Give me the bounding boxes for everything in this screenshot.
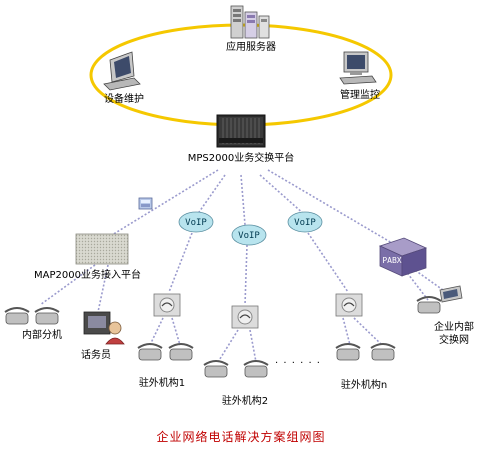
phone-icon <box>34 307 60 325</box>
branch2-gateway-icon <box>231 305 259 329</box>
phone-icon <box>203 360 229 378</box>
link-branchn-phone-a <box>342 317 351 346</box>
link-branch2-phone-b <box>249 329 257 363</box>
network-links <box>39 169 444 363</box>
map2000-label: MAP2000业务接入平台 <box>34 270 141 281</box>
router-icon <box>138 197 153 210</box>
link-branch1-phone-a <box>149 317 164 346</box>
link-mps-voip3 <box>259 174 306 216</box>
svg-text:PABX: PABX <box>382 256 401 265</box>
diagram-title: 企业网络电话解决方案组网图 <box>156 430 326 444</box>
svg-text:VoIP: VoIP <box>294 218 316 228</box>
map2000-icon <box>75 233 129 265</box>
mps2000-label: MPS2000业务交换平台 <box>187 153 295 164</box>
ellipsis-label: · · · · · · <box>275 358 321 369</box>
link-mps-map <box>111 169 219 236</box>
link-branchn-phone-b <box>353 317 383 346</box>
branchn-label: 驻外机构n <box>340 380 388 391</box>
phone-icon <box>137 343 163 361</box>
branch2-label: 驻外机构2 <box>221 396 269 407</box>
application-server-icon <box>230 5 270 39</box>
link-mps-voip2 <box>240 174 246 226</box>
voip-cloud-2: VoIP <box>231 224 267 246</box>
phone-icon <box>243 360 269 378</box>
app-server-label: 应用服务器 <box>226 42 276 53</box>
maintenance-label: 设备维护 <box>104 94 144 105</box>
phone-icon <box>416 296 442 314</box>
voip-cloud-1: VoIP <box>178 211 214 233</box>
link-voip3-branchn <box>307 232 349 293</box>
svg-text:VoIP: VoIP <box>185 218 207 228</box>
branch1-label: 驻外机构1 <box>138 378 186 389</box>
link-map-operator <box>97 264 109 313</box>
mps2000-icon <box>216 114 266 148</box>
branchn-gateway-icon <box>335 293 363 317</box>
link-voip1-branch1 <box>168 232 193 293</box>
maintenance-computer-icon <box>103 51 141 91</box>
voip-cloud-3: VoIP <box>287 211 323 233</box>
link-branch2-phone-a <box>217 329 239 363</box>
link-mps-voip1 <box>196 174 226 216</box>
monitoring-computer-icon <box>339 51 377 85</box>
phone-icon <box>370 343 396 361</box>
branch1-gateway-icon <box>153 293 181 317</box>
enterprise-network-label-2: 交换网 <box>439 335 469 346</box>
phone-icon <box>4 307 30 325</box>
enterprise-terminal-icon <box>439 285 463 303</box>
enterprise-network-label-1: 企业内部 <box>434 322 474 333</box>
operator-label: 话务员 <box>81 350 111 361</box>
link-voip2-branch2 <box>244 244 248 306</box>
operator-icon <box>83 311 125 345</box>
link-map-phones <box>39 264 96 306</box>
pabx-icon: PABX <box>378 237 428 277</box>
link-pabx-phone <box>404 269 429 301</box>
phone-icon <box>335 343 361 361</box>
link-branch1-phone-b <box>171 317 181 346</box>
internal-extension-label: 内部分机 <box>22 330 62 341</box>
phone-icon <box>168 343 194 361</box>
management-ring <box>89 23 393 127</box>
monitoring-label: 管理监控 <box>340 90 380 101</box>
phone-icons <box>4 296 442 378</box>
svg-text:VoIP: VoIP <box>238 231 260 241</box>
link-mps-pabx <box>267 169 393 244</box>
